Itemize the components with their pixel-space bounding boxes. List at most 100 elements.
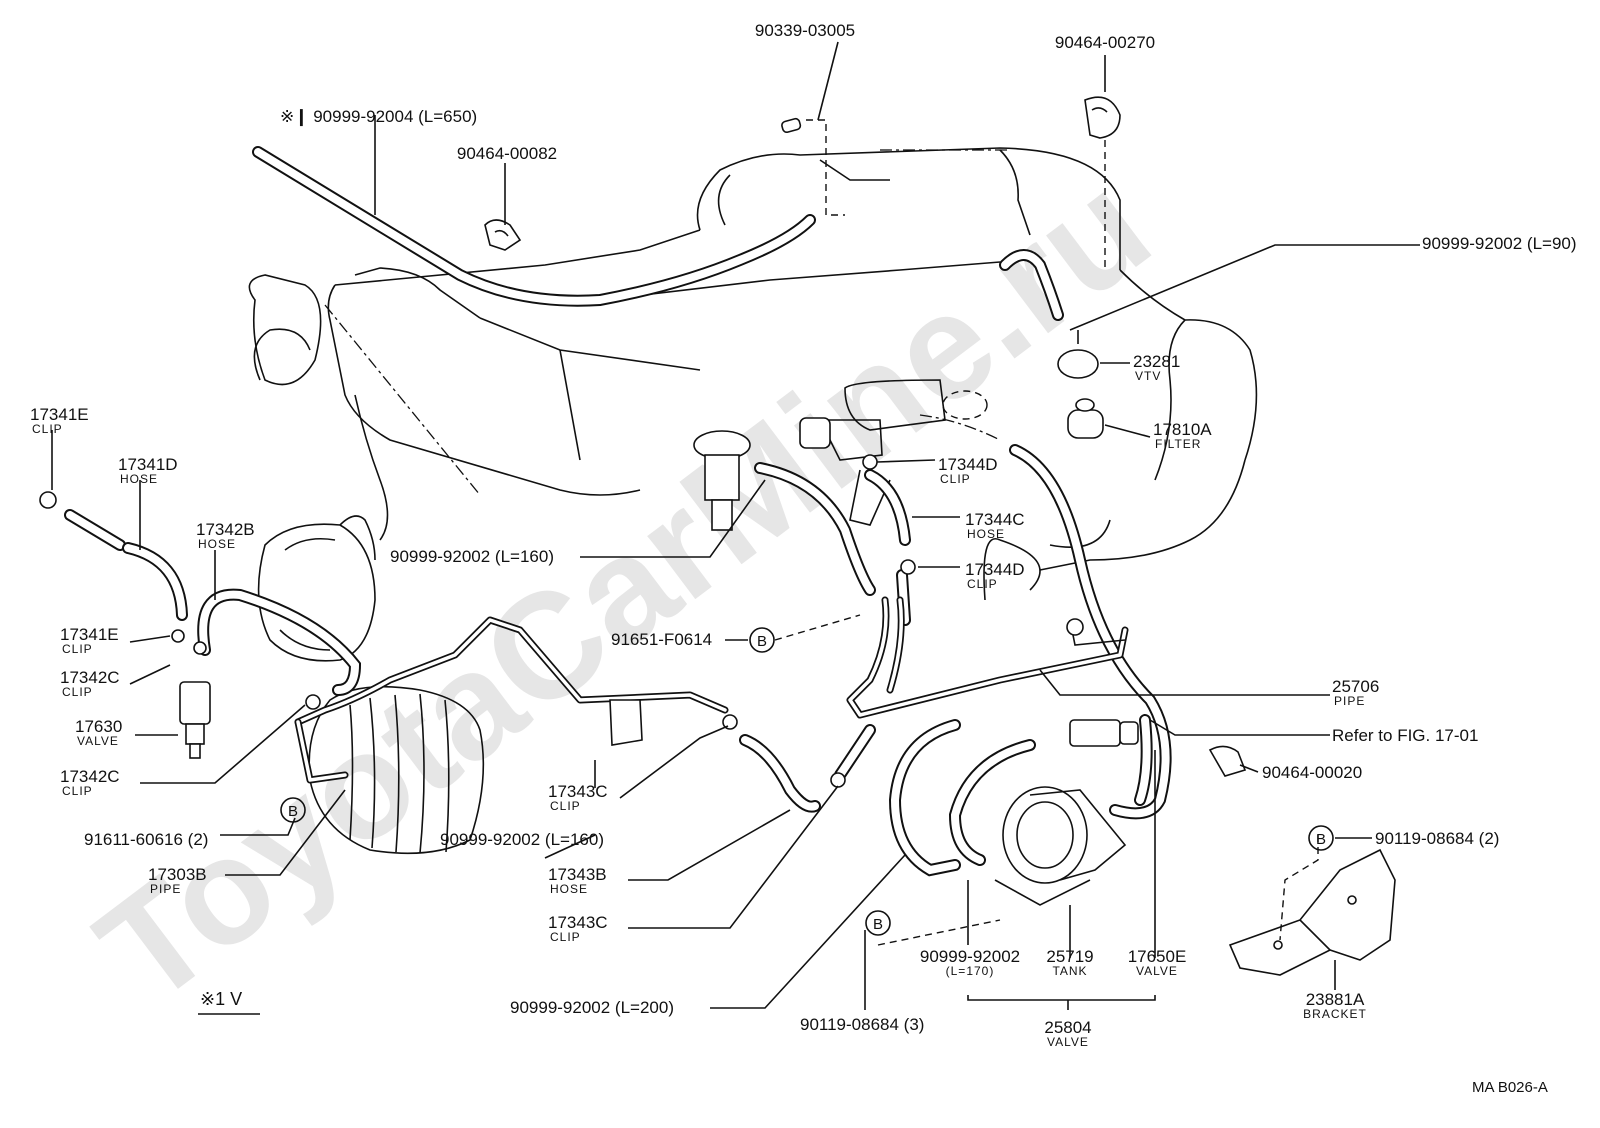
part-label: 91651-F0614 <box>611 630 712 649</box>
hoses-and-pipes <box>64 146 1172 877</box>
part-label: 90999-92002(L=170) <box>920 947 1020 978</box>
part-number: 90999-92002 (L=90) <box>1422 234 1577 253</box>
svg-text:B: B <box>873 916 883 933</box>
part-number: 17650E <box>1128 947 1187 966</box>
part-label: 90119-08684 (2) <box>1375 829 1499 848</box>
part-type: HOSE <box>120 472 158 486</box>
part-label: 90999-92002 (L=200) <box>510 998 674 1017</box>
part-label: 90119-08684 (3) <box>800 1015 924 1034</box>
part-number: 90464-00020 <box>1262 763 1362 782</box>
part-number: 17341E <box>30 405 89 424</box>
part-number: 17344C <box>965 510 1025 529</box>
part-label: 90464-00270 <box>1055 33 1155 52</box>
part-number: 17342C <box>60 767 120 786</box>
part-type: HOSE <box>198 537 236 551</box>
note-mark: ※1 V <box>200 989 242 1009</box>
part-number: 17303B <box>148 865 207 884</box>
part-number: 23281 <box>1133 352 1180 371</box>
part-label: 91611-60616 (2) <box>84 830 208 849</box>
part-number: 17344D <box>965 560 1025 579</box>
part-number: 90464-00082 <box>457 144 557 163</box>
part-type: HOSE <box>967 527 1005 541</box>
part-label: 90999-92002 (L=90) <box>1422 234 1577 253</box>
part-number: 17343B <box>548 865 607 884</box>
part-number: 23881A <box>1306 990 1365 1009</box>
part-number: 17342B <box>196 520 255 539</box>
circle-b-marker: B <box>749 627 775 653</box>
components <box>39 96 1396 976</box>
part-type: CLIP <box>62 642 93 656</box>
svg-text:B: B <box>1316 831 1326 848</box>
part-number: 25804 <box>1044 1018 1091 1037</box>
part-number: 90999-92002 <box>920 947 1020 966</box>
circle-b-marker: B <box>1308 825 1334 851</box>
circle-b-marker: B <box>280 797 306 823</box>
drawing-code: MA B026-A <box>1472 1079 1548 1096</box>
part-label: 90999-92002 (L=160) <box>390 547 554 566</box>
part-number: ※❙ 90999-92004 (L=650) <box>280 107 477 127</box>
svg-text:B: B <box>288 803 298 820</box>
part-type: PIPE <box>1334 694 1365 708</box>
part-number: 90119-08684 (2) <box>1375 829 1499 848</box>
part-type: BRACKET <box>1303 1007 1367 1021</box>
engine-outline <box>248 147 1258 855</box>
part-number: 17343C <box>548 913 608 932</box>
leader-lines <box>51 41 1420 1010</box>
part-number: 17810A <box>1153 420 1212 439</box>
part-type: (L=170) <box>946 964 995 978</box>
part-number: 17341E <box>60 625 119 644</box>
part-type: CLIP <box>32 422 63 436</box>
part-number: 25719 <box>1046 947 1093 966</box>
part-type: CLIP <box>62 685 93 699</box>
part-number: 17341D <box>118 455 178 474</box>
part-type: VTV <box>1135 369 1161 383</box>
part-number: 90119-08684 (3) <box>800 1015 924 1034</box>
svg-text:B: B <box>757 633 767 650</box>
part-number: 17344D <box>938 455 998 474</box>
part-label: 90999-92002 (L=160) <box>440 830 604 849</box>
part-label: 90339-03005 <box>755 21 855 40</box>
watermark: ToyotaCarMine.ru <box>68 141 1179 1036</box>
part-number: Refer to FIG. 17-01 <box>1332 726 1478 745</box>
part-type: PIPE <box>150 882 181 896</box>
part-label: ※❙ 90999-92004 (L=650) <box>280 107 477 127</box>
part-number: 90999-92002 (L=160) <box>440 830 604 849</box>
part-type: CLIP <box>62 784 93 798</box>
part-type: CLIP <box>967 577 998 591</box>
part-number: 90464-00270 <box>1055 33 1155 52</box>
part-label: 90464-00020 <box>1262 763 1362 782</box>
part-type: CLIP <box>550 799 581 813</box>
part-type: CLIP <box>550 930 581 944</box>
part-label: 90464-00082 <box>457 144 557 163</box>
part-type: TANK <box>1052 964 1087 978</box>
part-number: 91651-F0614 <box>611 630 712 649</box>
part-number: 17342C <box>60 668 120 687</box>
part-number: 90999-92002 (L=200) <box>510 998 674 1017</box>
part-number: 17630 <box>75 717 122 736</box>
part-number: 90999-92002 (L=160) <box>390 547 554 566</box>
part-type: CLIP <box>940 472 971 486</box>
part-type: VALVE <box>1136 964 1178 978</box>
